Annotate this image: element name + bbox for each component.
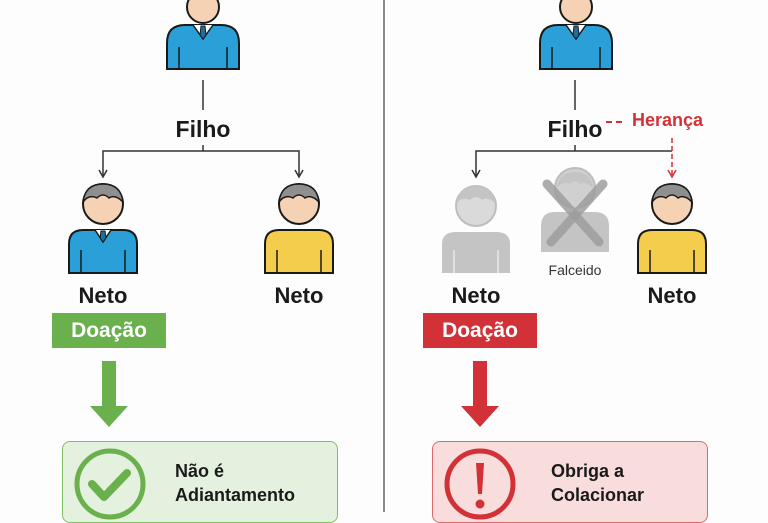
filho-label: Filho (175, 116, 231, 142)
exclamation-circle-icon (444, 448, 516, 520)
result-text-green: Não é Adiantamento (175, 459, 295, 507)
neto-label-left-2: Neto (274, 283, 324, 308)
result-line-1-red: Obriga a (551, 461, 625, 481)
filho-label-right: Filho (547, 116, 603, 142)
neto-label-right-1: Neto (451, 283, 501, 308)
connector-lines-right (471, 80, 677, 179)
result-line-2: Adiantamento (175, 485, 296, 505)
doacao-tag-green: Doação (52, 313, 166, 348)
father-person-icon (166, 0, 240, 70)
grandchild-grey-person-icon (442, 185, 510, 273)
falecido-label: Falceido (548, 262, 602, 278)
result-text-red: Obriga a Colacionar (551, 459, 644, 507)
result-line-1: Não é (175, 461, 225, 481)
grandchild-blue-person-icon (68, 183, 138, 274)
deceased-person-icon (541, 167, 609, 252)
doacao-tag-red: Doação (423, 313, 537, 348)
result-box-green (62, 441, 338, 523)
grandchild-yellow-person-icon (264, 183, 334, 274)
connector-lines (98, 80, 304, 179)
neto-label-right-2: Neto (647, 283, 697, 308)
father-person-icon-right (539, 0, 613, 70)
panel-divider (383, 0, 385, 512)
neto-label-left-1: Neto (78, 283, 128, 308)
heranca-label: Herança (632, 110, 704, 130)
check-circle-icon (74, 448, 146, 520)
grandchild-yellow-person-icon-right (637, 183, 707, 274)
down-arrow-red-icon (461, 361, 499, 427)
result-line-2-red: Colacionar (551, 485, 645, 505)
down-arrow-green-icon (90, 361, 128, 427)
